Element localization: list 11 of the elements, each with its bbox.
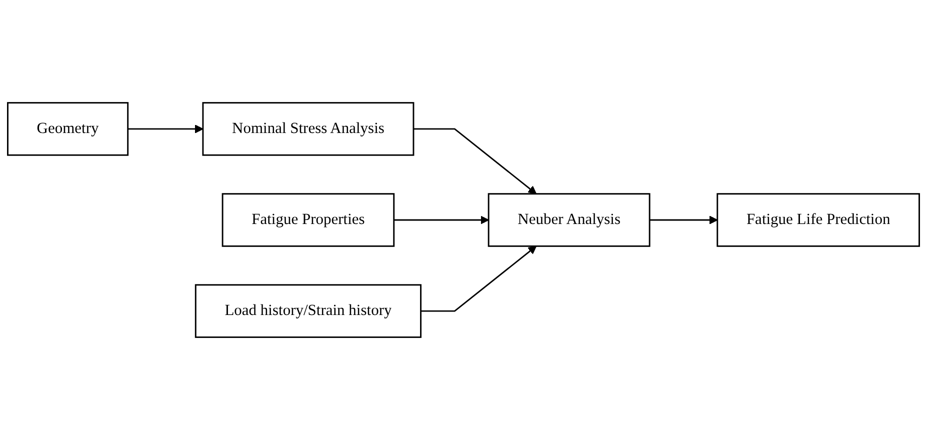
arrow	[420, 246, 537, 312]
node-box: Load history/Strain history	[194, 284, 422, 338]
node-box: Fatigue Life Prediction	[716, 193, 920, 247]
node-box: Geometry	[7, 102, 129, 156]
arrow	[128, 124, 204, 134]
node-box: Nominal Stress Analysis	[202, 102, 414, 156]
node-box: Neuber Analysis	[488, 193, 650, 247]
arrow	[413, 128, 537, 194]
arrow	[394, 216, 489, 224]
node-box: Fatigue Properties	[222, 193, 395, 247]
arrow	[650, 216, 718, 224]
